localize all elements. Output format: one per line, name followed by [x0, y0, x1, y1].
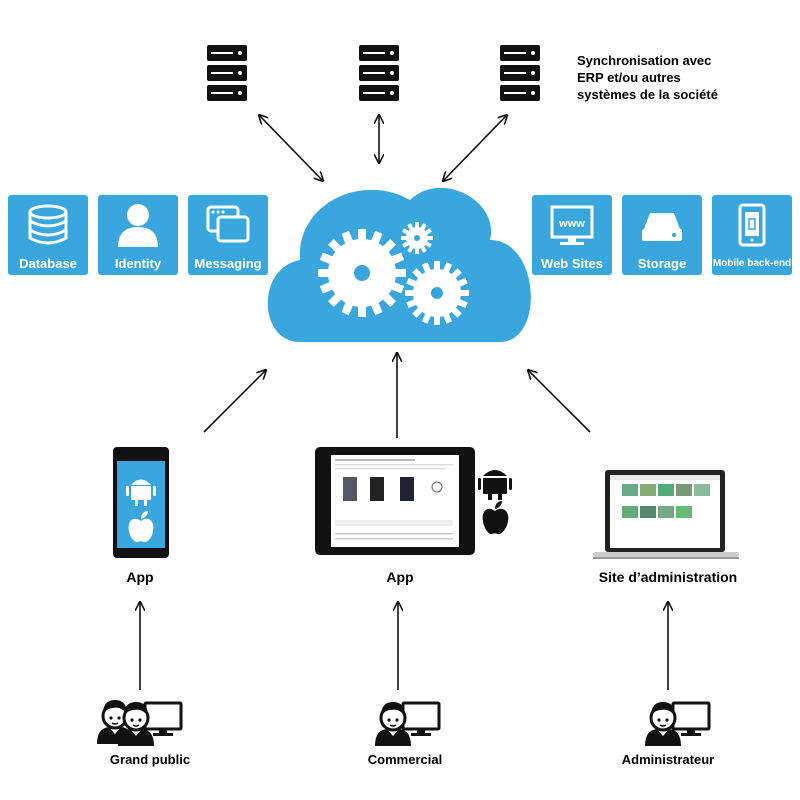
tile-storage: Storage [622, 195, 702, 275]
hard-drive-icon [642, 213, 682, 241]
apple-icon [482, 501, 509, 535]
public-users-icon [95, 698, 183, 748]
admin-arrow-right [528, 370, 591, 433]
android-icon [478, 470, 512, 500]
device-label-phone: App [126, 569, 154, 585]
tile-identity: Identity [98, 195, 178, 275]
database-icon [28, 204, 68, 245]
user-label-admin: Administrateur [621, 752, 715, 767]
user-label-public: Grand public [109, 752, 191, 767]
tile-messaging: Messaging [188, 195, 268, 275]
sync-arrow-right [443, 115, 507, 181]
server-icon [500, 45, 540, 101]
smartphone-icon [113, 447, 169, 558]
sync-note: Synchronisation avec ERP et/ou autres sy… [577, 52, 767, 103]
server-icon [359, 45, 399, 101]
mobile-phone-icon [738, 203, 766, 247]
tile-label: Database [19, 256, 77, 271]
tile-label: Mobile back-end [712, 258, 792, 269]
tile-label: Storage [637, 256, 687, 271]
user-icon [118, 204, 158, 247]
windows-icon [206, 205, 250, 243]
server-icon [207, 45, 247, 101]
tablet-icon [315, 447, 475, 555]
gears-icon [299, 210, 483, 339]
tile-label: Web Sites [541, 256, 603, 271]
tile-label: Identity [114, 256, 162, 271]
laptop-icon [593, 470, 739, 559]
apple-icon [128, 511, 154, 543]
tile-label: Messaging [194, 256, 262, 271]
tile-database: Database [8, 195, 88, 275]
commercial-user-icon [373, 700, 441, 748]
user-label-commercial: Commercial [367, 752, 443, 767]
sync-arrow-left [259, 115, 323, 181]
admin-user-icon [643, 700, 711, 748]
android-icon [126, 479, 156, 506]
device-label-tablet: App [386, 569, 414, 585]
app-arrow-left [203, 370, 266, 433]
sync-note-line: systèmes de la société [577, 87, 718, 102]
svg-text:www: www [558, 218, 585, 230]
tile-web-sites: www Web Sites [532, 195, 612, 275]
sync-note-line: ERP et/ou autres [577, 70, 681, 85]
cloud-icon [267, 187, 531, 342]
device-label-laptop: Site d’administration [598, 569, 738, 585]
www-monitor-icon: www [550, 205, 594, 245]
tile-mobile-back-end: Mobile back-end [712, 195, 792, 275]
sync-note-line: Synchronisation avec [577, 53, 712, 68]
